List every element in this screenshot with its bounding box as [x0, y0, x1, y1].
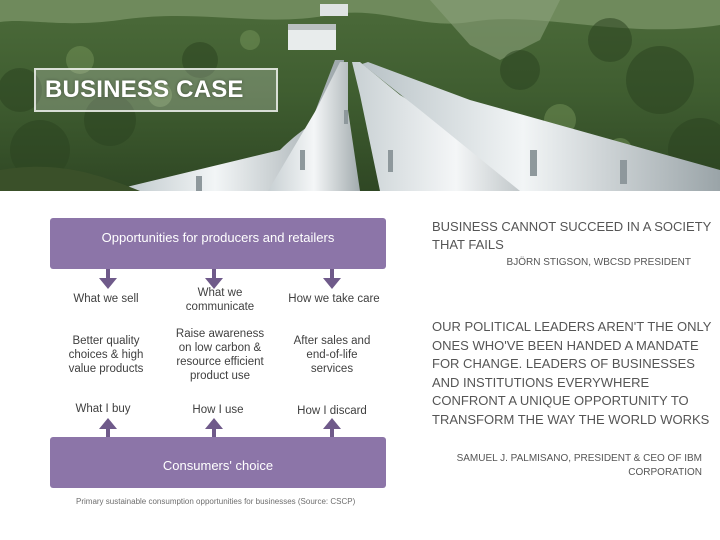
opportunity-raise-awareness: Raise awareness on low carbon & resource…	[175, 328, 265, 382]
down-arrow-1	[99, 269, 117, 289]
slide-title: BUSINESS CASE	[45, 76, 244, 103]
header-how-we-take-care: How we take care	[288, 293, 380, 305]
pipelines-photo	[0, 0, 720, 191]
quote-stigson: BUSINESS CANNOT SUCCEED IN A SOCIETY THA…	[432, 219, 712, 252]
opportunity-quality-choices: Better quality choices & high value prod…	[68, 335, 144, 375]
header-what-we-communicate: What we communicate	[185, 287, 255, 313]
title-frame	[34, 68, 278, 112]
consumers-band: Consumers' choice	[50, 437, 386, 488]
consumers-band-label: Consumers' choice	[162, 458, 274, 473]
quote-palmisano-attribution: SAMUEL J. PALMISANO, PRESIDENT & CEO OF …	[456, 453, 702, 478]
down-arrow-2	[205, 269, 223, 289]
header-what-we-sell: What we sell	[73, 293, 139, 305]
up-arrow-2	[205, 418, 223, 438]
hero-image	[0, 0, 720, 191]
action-how-i-discard: How I discard	[297, 405, 367, 417]
quote-stigson-attribution: BJÖRN STIGSON, WBCSD PRESIDENT	[506, 257, 691, 268]
action-how-i-use: How I use	[192, 404, 244, 416]
up-arrow-1	[99, 418, 117, 438]
producers-band: Opportunities for producers and retailer…	[50, 218, 386, 269]
producers-band-label: Opportunities for producers and retailer…	[101, 230, 335, 245]
diagram-caption: Primary sustainable consumption opportun…	[76, 497, 356, 506]
opportunity-after-sales: After sales and end-of-life services	[293, 335, 371, 375]
down-arrow-3	[323, 269, 341, 289]
up-arrow-3	[323, 418, 341, 438]
quote-palmisano: OUR POLITICAL LEADERS AREN'T THE ONLY ON…	[432, 319, 712, 427]
action-what-i-buy: What I buy	[75, 403, 131, 415]
